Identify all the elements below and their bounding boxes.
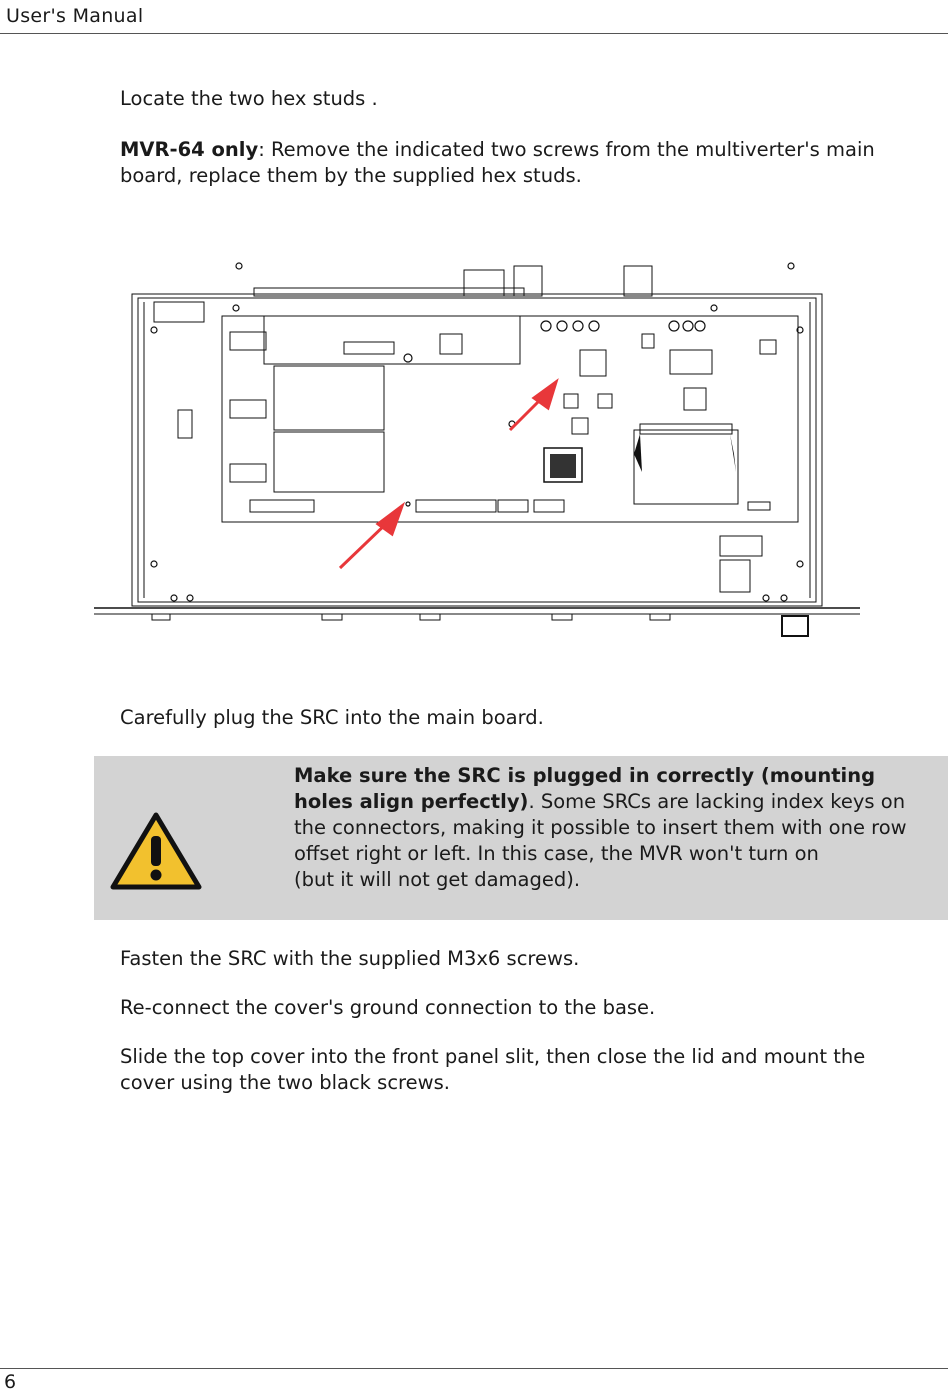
header-rule <box>0 33 948 34</box>
page-number: 6 <box>4 1371 17 1393</box>
step-fasten: Fasten the SRC with the supplied M3x6 sc… <box>120 947 580 970</box>
warning-emphasis: Make sure the SRC is plugged in correctl… <box>294 764 876 813</box>
step-mvr64: MVR-64 only: Remove the indicated two sc… <box>120 137 920 189</box>
board-diagram <box>94 262 860 637</box>
footer-rule <box>0 1368 948 1369</box>
warning-callout: Make sure the SRC is plugged in correctl… <box>94 756 948 920</box>
warning-detail-2: (but it will not get damaged). <box>294 868 581 891</box>
mvr64-instruction: : Remove the indicated two screws from t… <box>120 138 875 187</box>
mvr64-label: MVR-64 only <box>120 138 259 161</box>
step-reconnect: Re-connect the cover's ground connection… <box>120 996 656 1019</box>
step-plug-src: Carefully plug the SRC into the main boa… <box>120 706 544 729</box>
warning-triangle-icon <box>110 812 202 890</box>
step-slide-cover: Slide the top cover into the front panel… <box>120 1045 866 1094</box>
warning-detail: . Some SRCs are lacking index keys on th… <box>294 790 907 865</box>
warning-text: Make sure the SRC is plugged in correctl… <box>294 763 924 893</box>
header-title: User's Manual <box>6 5 144 27</box>
step-locate: Locate the two hex studs . <box>120 87 378 110</box>
